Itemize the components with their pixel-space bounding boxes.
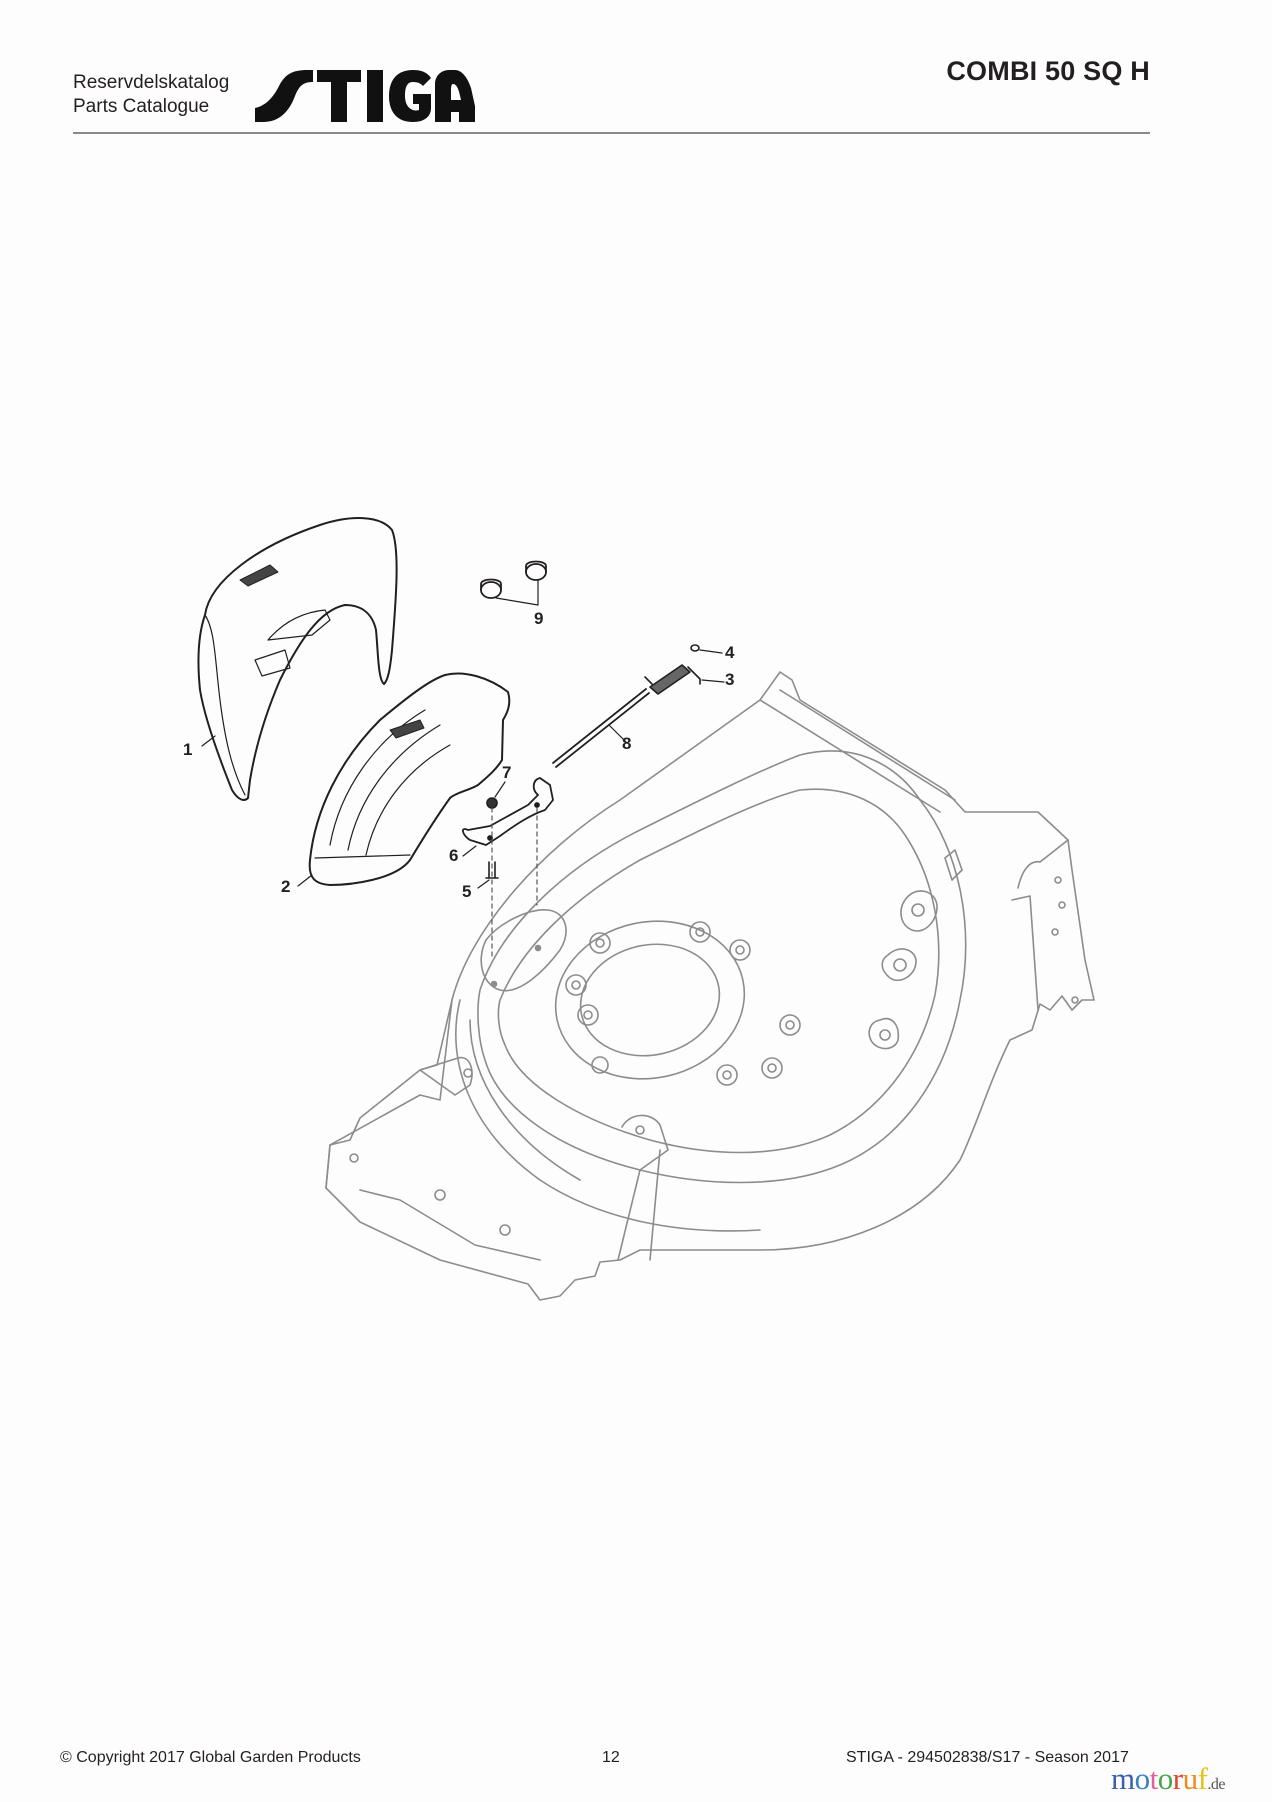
model-title: COMBI 50 SQ H: [946, 56, 1150, 86]
wm-letter: m: [1111, 1761, 1135, 1796]
part-2-rear-flap: [308, 672, 511, 886]
callout-9: 9: [534, 609, 544, 628]
wm-letter: f: [1197, 1761, 1208, 1796]
stiga-logo: [255, 70, 475, 122]
callout-5: 5: [462, 882, 472, 901]
part-4-ring: [690, 644, 723, 654]
part-9-caps: [480, 560, 547, 606]
wm-letter: o: [1157, 1761, 1174, 1796]
motoruf-watermark: motoruf.de: [1111, 1761, 1226, 1802]
wm-letter: t: [1149, 1761, 1159, 1796]
catalog-reference: STIGA - 294502838/S17 - Season 2017: [846, 1749, 1129, 1766]
callout-8: 8: [622, 734, 632, 753]
callout-3: 3: [725, 670, 735, 689]
wm-letter: o: [1134, 1761, 1151, 1796]
wm-letter: r: [1172, 1761, 1183, 1796]
part-8-shaft: [552, 688, 650, 768]
part-1-rear-guard: [197, 517, 398, 801]
part-7-nut: [486, 781, 506, 809]
part-6-bracket: [462, 777, 554, 857]
copyright-text: © Copyright 2017 Global Garden Products: [60, 1749, 361, 1766]
wm-tld: .de: [1207, 1776, 1226, 1793]
assembly-lines: [491, 807, 538, 957]
part-5-screw: [477, 861, 499, 889]
callout-6: 6: [449, 846, 459, 865]
catalog-title-swedish: Reservdelskatalog: [73, 72, 230, 93]
callout-1: 1: [183, 740, 193, 759]
callout-2: 2: [281, 877, 291, 896]
part-3-spring: [644, 664, 725, 695]
mower-deck: [325, 671, 1095, 1301]
callout-4: 4: [725, 643, 735, 662]
wm-letter: u: [1182, 1761, 1199, 1796]
catalog-title-english: Parts Catalogue: [73, 96, 210, 117]
callout-7: 7: [502, 763, 512, 782]
header-divider: [73, 132, 1150, 134]
page-number: 12: [602, 1749, 620, 1766]
